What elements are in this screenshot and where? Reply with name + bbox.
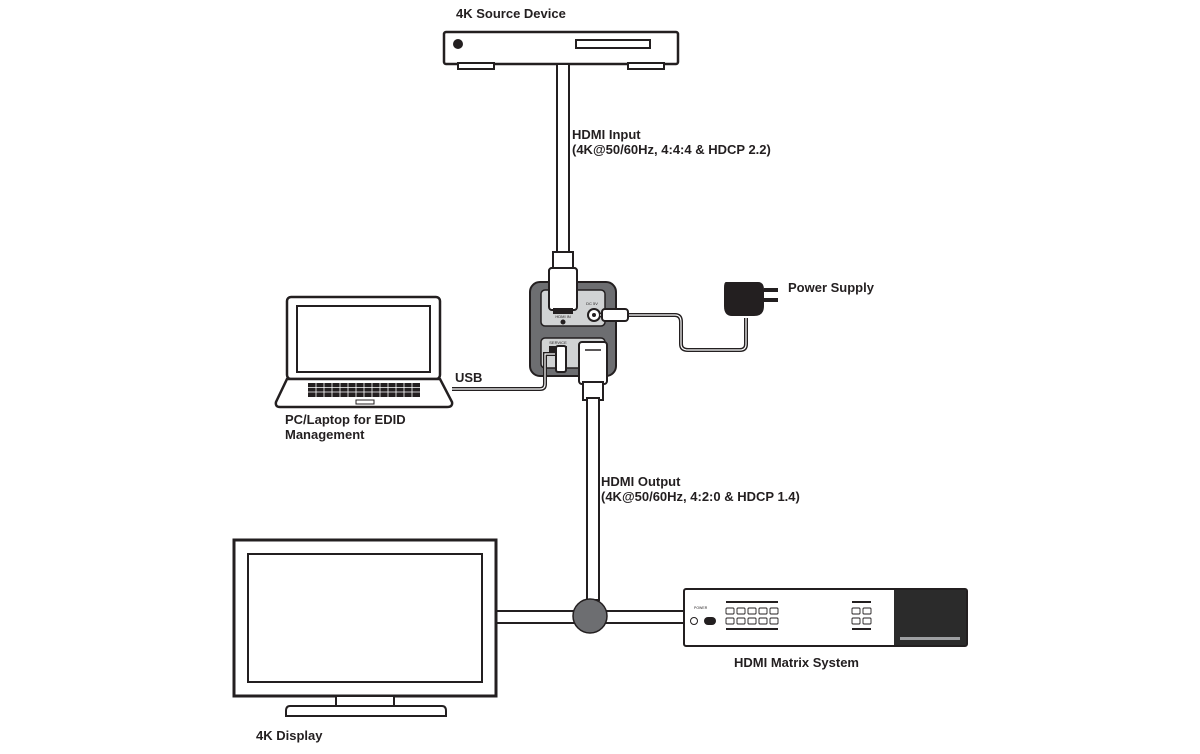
hdmi-output-spec: (4K@50/60Hz, 4:2:0 & HDCP 1.4) [601, 489, 800, 504]
power-supply-label: Power Supply [788, 280, 874, 295]
source-device-label: 4K Source Device [456, 6, 566, 21]
usb-cable [452, 345, 567, 391]
power-cable [600, 308, 748, 352]
laptop-icon [274, 295, 454, 409]
hdmi-output-cable [578, 341, 608, 601]
matrix-power-label: POWER [694, 606, 708, 610]
power-button-icon [453, 39, 463, 49]
disc-slot [575, 39, 651, 49]
pc-label: PC/Laptop for EDID Management [285, 412, 406, 442]
ir-window [704, 617, 716, 625]
hdmi-in-port-label: HDMI IN [555, 314, 570, 319]
display-label: 4K Display [256, 728, 323, 743]
source-device [442, 30, 680, 70]
power-supply-icon [724, 282, 778, 316]
hdmi-output-label: HDMI Output (4K@50/60Hz, 4:2:0 & HDCP 1.… [601, 474, 800, 504]
dc-port-label: DC 5V [586, 301, 598, 306]
hdmi-input-spec: (4K@50/60Hz, 4:4:4 & HDCP 2.2) [572, 142, 771, 157]
service-port-label: SERVICE [549, 340, 567, 345]
pc-label-line1: PC/Laptop for EDID [285, 412, 406, 427]
matrix-system: POWER [683, 588, 968, 647]
pc-label-line2: Management [285, 427, 365, 442]
hdmi-plug-bottom [578, 341, 608, 385]
matrix-power-icon [690, 617, 698, 625]
display-icon [232, 538, 498, 717]
matrix-label: HDMI Matrix System [734, 655, 859, 670]
splitter-node [572, 598, 608, 634]
usb-label: USB [455, 370, 483, 385]
hdmi-output-title: HDMI Output [601, 474, 681, 489]
hdmi-input-label: HDMI Input (4K@50/60Hz, 4:4:4 & HDCP 2.2… [572, 127, 771, 157]
output-junction [495, 598, 689, 634]
hdmi-input-title: HDMI Input [572, 127, 641, 142]
